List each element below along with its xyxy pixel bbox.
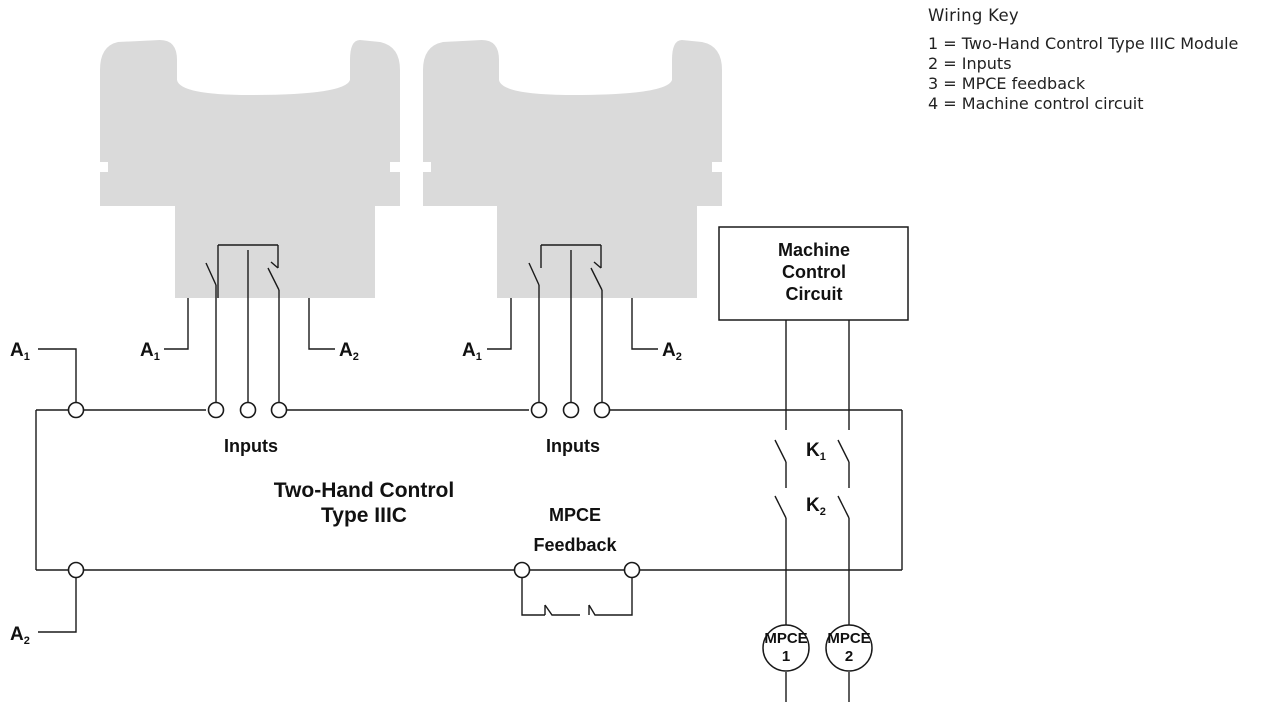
- wiring-key-item: 2 = Inputs: [928, 54, 1012, 73]
- label-k1: K1: [806, 440, 826, 463]
- palm-button-right: [423, 40, 722, 298]
- label-a2-main: A2: [10, 624, 30, 647]
- label-a1-right-button: A1: [462, 340, 482, 363]
- machine-control-circuit-box: [718, 226, 909, 321]
- terminal-feedback-2: [623, 561, 641, 579]
- label-a1-left-button: A1: [140, 340, 160, 363]
- label-module-line2: Type IIIC: [321, 504, 407, 527]
- mpce-feedback-loop: [521, 577, 633, 616]
- terminal-a2: [67, 561, 85, 579]
- label-feedback-line2: Feedback: [533, 535, 617, 555]
- label-a2-right-button: A2: [662, 340, 682, 363]
- mpce-1-coil: [762, 624, 810, 672]
- module-box: [35, 409, 903, 571]
- terminal-a1: [67, 401, 85, 419]
- wiring-key-item: 1 = Two-Hand Control Type IIIC Module: [928, 34, 1239, 53]
- contacts-left: [205, 244, 280, 403]
- label-mpce-1-num: 1: [782, 648, 790, 665]
- terminal-input-2b: [562, 401, 580, 419]
- label-a1-main: A1: [10, 340, 30, 363]
- wiring-key-title: Wiring Key: [928, 6, 1019, 25]
- label-mpce-2: MPCE: [827, 630, 870, 647]
- label-a2-left-button: A2: [339, 340, 359, 363]
- mpce-2-coil: [825, 624, 873, 672]
- terminal-input-2a: [530, 401, 548, 419]
- power-leads: [38, 348, 77, 633]
- palm-button-left: [100, 40, 400, 298]
- terminal-input-1a: [207, 401, 225, 419]
- button-leads: [164, 298, 658, 350]
- wiring-key-item: 4 = Machine control circuit: [928, 94, 1144, 113]
- terminal-input-2c: [593, 401, 611, 419]
- wiring-key-item: 3 = MPCE feedback: [928, 74, 1086, 93]
- contacts-right: [528, 244, 603, 403]
- label-inputs-left: Inputs: [224, 436, 278, 456]
- label-inputs-right: Inputs: [546, 436, 600, 456]
- label-mpce-2-num: 2: [845, 648, 853, 665]
- label-mpce-1: MPCE: [764, 630, 807, 647]
- label-module-line1: Two-Hand Control: [274, 479, 454, 502]
- terminal-feedback-1: [513, 561, 531, 579]
- terminal-input-1b: [239, 401, 257, 419]
- label-mcc-line3: Circuit: [785, 284, 842, 304]
- label-mcc-line1: Machine: [778, 240, 850, 260]
- label-feedback-line1: MPCE: [549, 505, 601, 525]
- k-contacts: [774, 320, 850, 702]
- label-k2: K2: [806, 495, 826, 518]
- label-mcc-line2: Control: [782, 262, 846, 282]
- wiring-key: Wiring Key 1 = Two-Hand Control Type III…: [928, 6, 1278, 114]
- terminal-input-1c: [270, 401, 288, 419]
